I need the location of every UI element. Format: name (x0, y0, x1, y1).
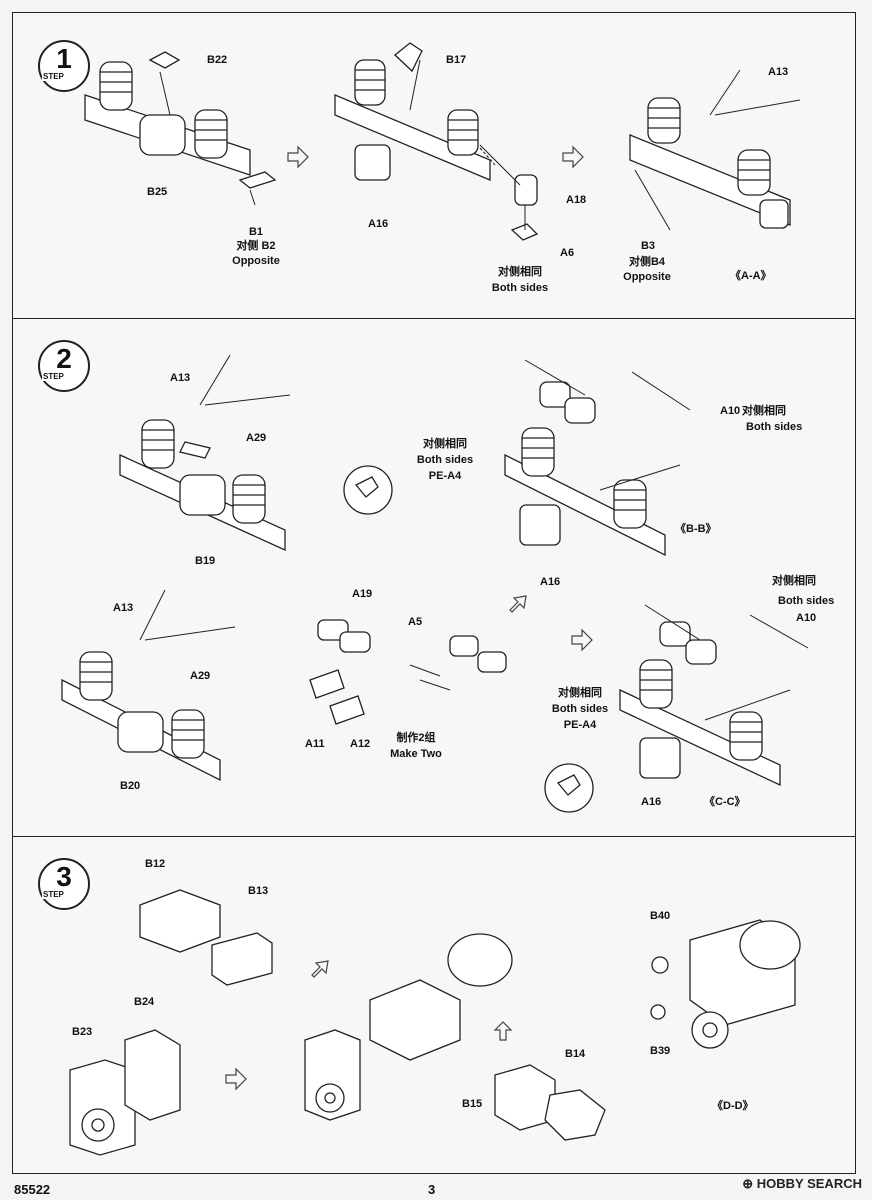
note-label: 对侧相同 (423, 438, 467, 450)
note-label: 对侧相同 (498, 266, 542, 278)
part-label: B23 (72, 1026, 93, 1038)
part-label: A18 (566, 194, 587, 206)
note-label: Both sides (491, 282, 549, 294)
part-label: B22 (207, 54, 228, 66)
step-word: STEP (42, 890, 65, 899)
note-label: Both sides (416, 454, 474, 466)
axle-drawing (84, 51, 277, 189)
step-word: STEP (42, 372, 65, 381)
part-label: A16 (540, 576, 561, 588)
product-code: 85522 (14, 1182, 51, 1197)
note-label: Opposite (232, 255, 280, 267)
bracket-parts (309, 619, 507, 725)
part-label: A16 (368, 218, 389, 230)
part-label: A10 (720, 405, 741, 417)
part-label: B13 (248, 885, 269, 897)
part-label: 对侧 B2 (236, 240, 276, 252)
note-label: Make Two (390, 748, 442, 760)
part-label: B15 (462, 1098, 483, 1110)
part-label: B3 (640, 240, 656, 252)
part-label: A13 (768, 66, 789, 78)
note-label: 对侧相同 (558, 687, 602, 699)
part-label: A11 (305, 738, 325, 750)
part-label: A19 (352, 588, 373, 600)
step-badge: 3 STEP (38, 858, 90, 910)
engine-drawing (69, 889, 801, 1156)
axle-drawing (334, 42, 539, 241)
part-label: PE-A4 (428, 470, 462, 482)
part-label: B14 (565, 1048, 586, 1060)
axle-drawing (629, 97, 791, 229)
flow-arrows (225, 145, 593, 1091)
callout-bubble (343, 465, 594, 813)
part-label: A10 (796, 612, 817, 624)
note-label: 制作2组 (396, 732, 436, 744)
part-label: 对侧B4 (628, 256, 666, 268)
part-label: B17 (446, 54, 467, 66)
part-label: B20 (120, 780, 141, 792)
view-label: 《A-A》 (730, 270, 772, 282)
part-label: A12 (350, 738, 371, 750)
step-badge: 1 STEP (38, 40, 90, 92)
part-label: A29 (246, 432, 267, 444)
part-label: A6 (560, 247, 575, 259)
axle-drawing (119, 419, 286, 552)
view-label: 《B-B》 (675, 523, 717, 535)
step-badge: 2 STEP (38, 340, 90, 392)
part-label: B19 (195, 555, 216, 567)
step-divider (12, 836, 856, 837)
note-label: Both sides (746, 421, 803, 433)
axle-drawing (619, 621, 781, 787)
part-label: B1 (248, 226, 264, 238)
part-label: PE-A4 (563, 719, 597, 731)
step-number: 1 (56, 43, 72, 74)
part-label: B40 (650, 910, 671, 922)
step-divider (12, 318, 856, 319)
part-label: B24 (134, 996, 155, 1008)
part-label: A5 (408, 616, 423, 628)
part-label: B25 (147, 186, 168, 198)
view-label: 《D-D》 (712, 1100, 754, 1112)
step-word: STEP (42, 72, 65, 81)
part-label: B39 (650, 1045, 671, 1057)
part-label: B12 (145, 858, 166, 870)
axle-drawing (504, 381, 666, 557)
step-number: 3 (56, 861, 72, 892)
part-label: A13 (113, 602, 134, 614)
page-number: 3 (428, 1182, 436, 1197)
note-label: 对侧相同 (742, 405, 786, 417)
part-label: A29 (190, 670, 211, 682)
watermark: ⊕ HOBBY SEARCH (742, 1176, 862, 1191)
note-label: Both sides (778, 595, 835, 607)
axle-drawing (61, 651, 221, 782)
note-label: Both sides (551, 703, 609, 715)
part-label: A16 (641, 796, 662, 808)
part-label: A13 (170, 372, 191, 384)
step-number: 2 (56, 343, 72, 374)
note-label: Opposite (623, 271, 671, 283)
note-label: 对侧相同 (772, 575, 816, 587)
view-label: 《C-C》 (704, 796, 746, 808)
